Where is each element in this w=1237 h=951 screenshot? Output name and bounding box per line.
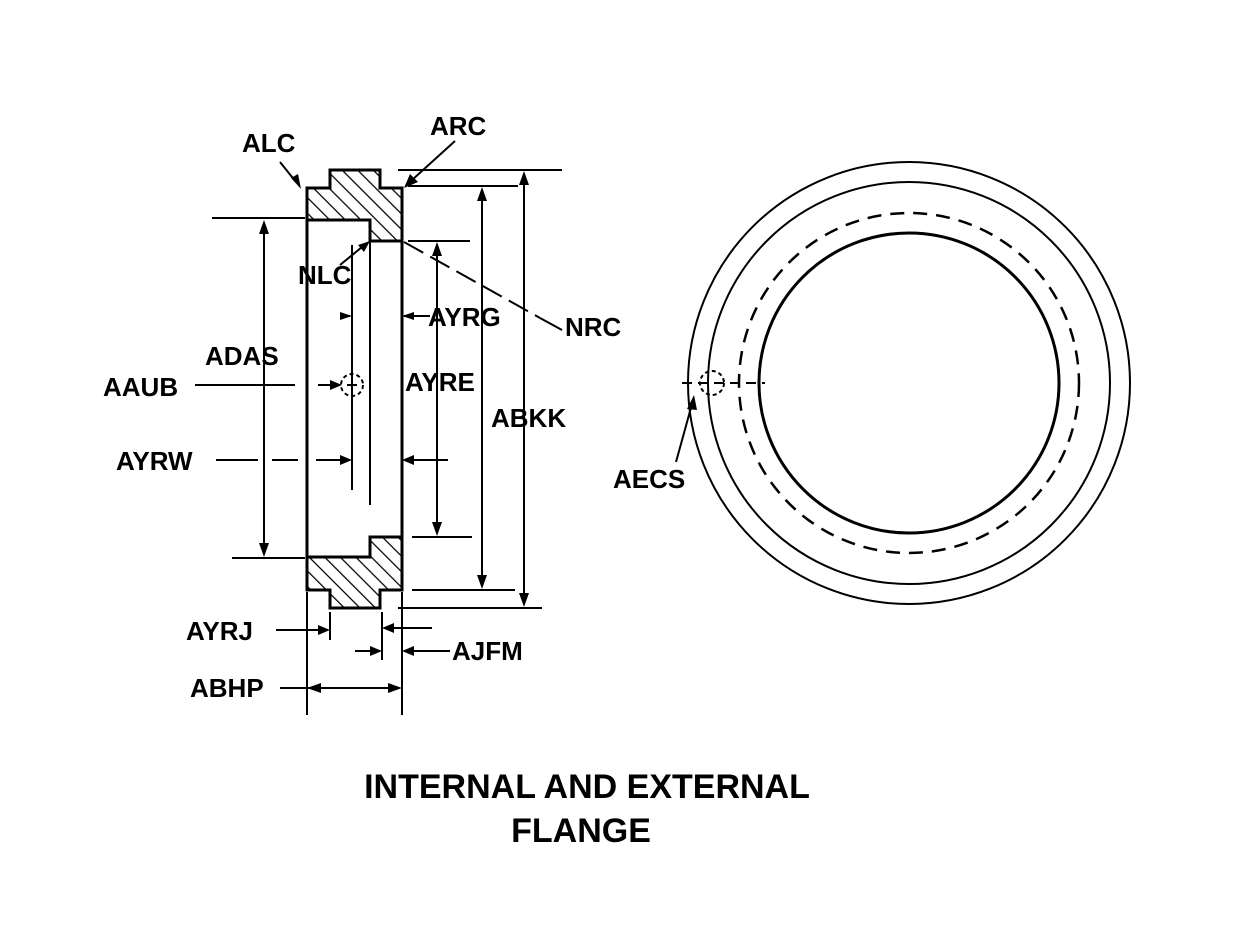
arrow-ayrg-bottom <box>432 522 442 536</box>
arrow-abhp-left <box>307 683 321 693</box>
leader-nrc-end <box>539 317 563 331</box>
arrow-abkk-bottom <box>519 593 529 607</box>
flange-section-top <box>305 168 404 243</box>
leader-arc <box>411 140 456 181</box>
arrow-ajfm-right <box>402 646 414 656</box>
label-adas: ADAS <box>205 341 279 371</box>
arrow-adas-top <box>259 220 269 234</box>
arrow-ayrg-h-left <box>340 312 352 320</box>
arrow-ayrg-top <box>432 242 442 256</box>
flange-section-bottom <box>305 535 404 610</box>
arrow-alc <box>291 174 301 189</box>
label-nlc: NLC <box>298 260 352 290</box>
flange-section-view <box>195 140 563 715</box>
label-aecs: AECS <box>613 464 685 494</box>
label-aaub: AAUB <box>103 372 178 402</box>
label-ayrj: AYRJ <box>186 616 253 646</box>
leader-nrc <box>403 241 541 319</box>
arrow-abkk-top <box>519 171 529 185</box>
label-abkk: ABKK <box>491 403 566 433</box>
arrow-ajfm-left <box>370 646 382 656</box>
arrow-aecs <box>687 395 697 410</box>
hole-symbol <box>340 373 364 397</box>
arrow-ayrw-left <box>340 455 352 465</box>
leader-aecs <box>675 403 693 463</box>
label-ayre: AYRE <box>405 367 475 397</box>
arrow-ayrj-right <box>382 623 394 633</box>
arrow-abhp-right <box>388 683 402 693</box>
arrow-adas-bottom <box>259 543 269 557</box>
arrow-nlc <box>358 241 370 252</box>
ring-inner-bore <box>757 231 1061 535</box>
arrow-arc <box>404 174 418 188</box>
arrow-ayrw-right <box>402 455 414 465</box>
flange-front-view <box>675 161 1131 605</box>
ring-bolt-circle-dashed <box>737 211 1081 555</box>
label-ajfm: AJFM <box>452 636 523 666</box>
arrow-ayrg-h-right <box>402 312 414 320</box>
label-ayrw: AYRW <box>116 446 193 476</box>
leader-nlc <box>339 246 363 266</box>
title-line1: INTERNAL AND EXTERNAL <box>364 768 810 806</box>
arrow-aaub <box>330 380 342 390</box>
label-alc: ALC <box>242 128 296 158</box>
label-abhp: ABHP <box>190 673 264 703</box>
label-ayrg: AYRG <box>428 302 501 332</box>
title-line2: FLANGE <box>511 812 651 850</box>
arrow-ayre-bottom <box>477 575 487 589</box>
arrow-ayrj-left <box>318 625 330 635</box>
label-nrc: NRC <box>565 312 622 342</box>
ring-second <box>707 181 1111 585</box>
label-arc: ARC <box>430 111 487 141</box>
arrow-ayre-top <box>477 187 487 201</box>
